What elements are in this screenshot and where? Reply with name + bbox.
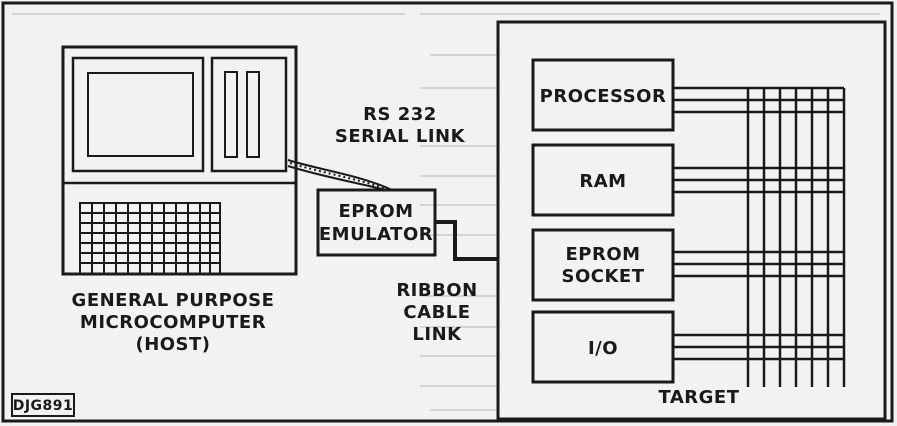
eprom-socket-block [531, 228, 675, 302]
ram-block [531, 143, 675, 217]
processor-block [531, 58, 675, 132]
figure-code-box [11, 393, 75, 417]
host-screen [87, 72, 194, 157]
target-bus [746, 88, 846, 387]
host-label-line1: GENERAL PURPOSE [72, 290, 275, 311]
serial-link-label-line2: SERIAL LINK [335, 126, 466, 147]
ribbon-cable [435, 220, 533, 261]
host-label-line3: (HOST) [135, 334, 210, 355]
io-block [531, 310, 675, 384]
eprom-socket-bus-links [673, 250, 844, 278]
host-drive-slot-2 [246, 71, 260, 158]
eprom-emulator-box [316, 188, 437, 257]
host-computer [61, 45, 298, 276]
host-keyboard [79, 202, 221, 275]
eprom-socket-label-line1: EPROM [565, 244, 640, 265]
ribbon-label-line2: CABLE [403, 302, 470, 323]
ribbon-label-line1: RIBBON [396, 280, 477, 301]
io-label: I/O [588, 338, 618, 359]
host-label-line2: MICROCOMPUTER [80, 312, 266, 333]
emulator-label-line1: EPROM [338, 201, 413, 222]
target-label: TARGET [658, 387, 739, 408]
serial-link-label-line1: RS 232 [363, 104, 437, 125]
processor-bus-links [673, 86, 844, 114]
emulator-label-line2: EMULATOR [319, 224, 433, 245]
eprom-socket-label-line2: SOCKET [562, 266, 645, 287]
host-screen-bezel [71, 56, 205, 173]
host-case [61, 45, 298, 276]
host-drive-bay [210, 56, 288, 173]
serial-cable [287, 159, 393, 191]
host-drive-slot-1 [224, 71, 238, 158]
ram-bus-links [673, 166, 844, 194]
ribbon-label-line3: LINK [412, 324, 462, 345]
ram-label: RAM [579, 171, 626, 192]
processor-label: PROCESSOR [540, 86, 667, 107]
io-bus-links [673, 333, 844, 361]
figure-code: DJG891 [13, 398, 74, 414]
